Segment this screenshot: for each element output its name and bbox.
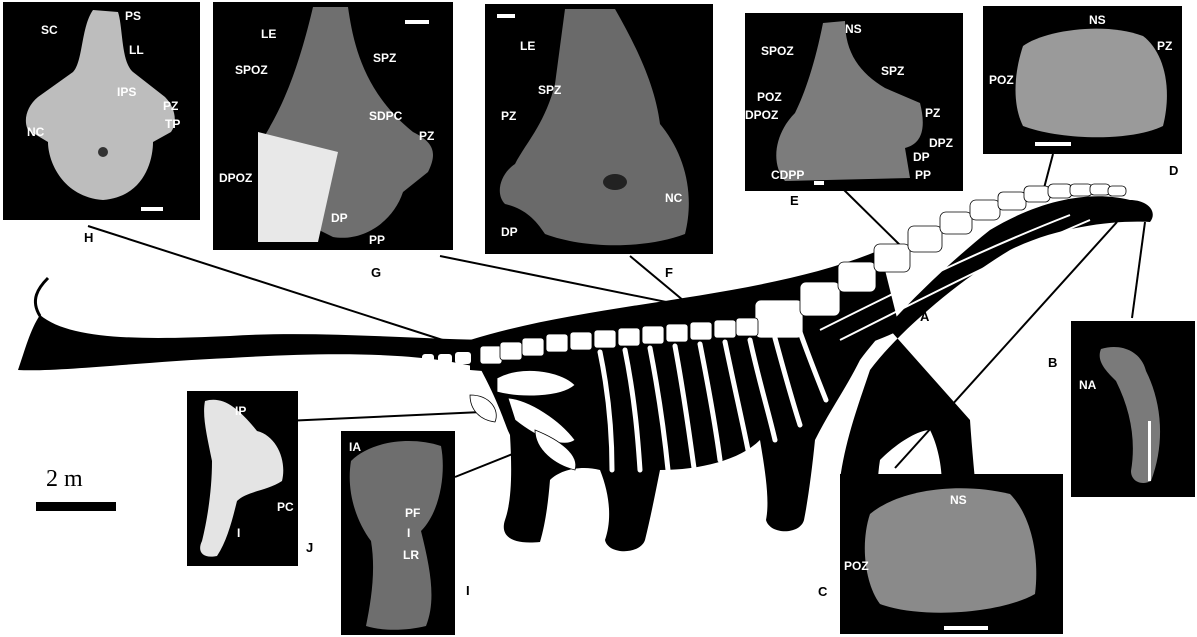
label-sdpc: SDPC xyxy=(369,110,402,122)
label-ia: IA xyxy=(349,441,361,453)
connector-b xyxy=(1132,222,1145,318)
panel-h-photo: PS SC LL IPS PZ TP NC xyxy=(3,2,200,220)
label-ps: PS xyxy=(125,10,141,22)
panel-d-photo: NS PZ POZ xyxy=(983,6,1182,154)
label-nc: NC xyxy=(27,126,44,138)
label-dpoz: DPOZ xyxy=(745,109,778,121)
label-dp: DP xyxy=(913,151,930,163)
scale-bar-label: 2 m xyxy=(46,466,83,493)
label-le: LE xyxy=(261,28,276,40)
connector-e xyxy=(840,186,905,250)
label-poz: POZ xyxy=(989,74,1014,86)
label-pc: PC xyxy=(277,501,294,513)
label-pz: PZ xyxy=(1157,40,1172,52)
label-ns: NS xyxy=(1089,14,1106,26)
label-pz: PZ xyxy=(501,110,516,122)
label-spoz: SPOZ xyxy=(761,45,794,57)
label-spz: SPZ xyxy=(538,84,561,96)
label-dpoz: DPOZ xyxy=(219,172,252,184)
label-poz: POZ xyxy=(757,91,782,103)
label-dp: DP xyxy=(501,226,518,238)
label-i: I xyxy=(237,527,240,539)
label-sc: SC xyxy=(41,24,58,36)
scale-bar xyxy=(36,502,116,511)
label-pf: PF xyxy=(405,507,420,519)
panel-label-g: G xyxy=(371,266,381,279)
panel-j-photo: IP PC I xyxy=(187,391,298,566)
panel-label-c: C xyxy=(818,585,827,598)
label-ips: IPS xyxy=(117,86,136,98)
label-spz: SPZ xyxy=(373,52,396,64)
panel-label-b: B xyxy=(1048,356,1057,369)
label-lr: LR xyxy=(403,549,419,561)
label-ns: NS xyxy=(950,494,967,506)
panel-label-d: D xyxy=(1169,164,1178,177)
panel-f-photo: LE SPZ PZ NC DP xyxy=(485,4,713,254)
panel-i-photo: IA PF I LR xyxy=(341,431,455,635)
label-ns: NS xyxy=(845,23,862,35)
panel-label-i: I xyxy=(466,584,470,597)
panel-label-a: A xyxy=(920,310,929,323)
label-pp: PP xyxy=(369,234,385,246)
label-nc: NC xyxy=(665,192,682,204)
panel-label-f: F xyxy=(665,266,673,279)
panel-label-h: H xyxy=(84,231,93,244)
label-tp: TP xyxy=(165,118,180,130)
label-spoz: SPOZ xyxy=(235,64,268,76)
panel-label-j: J xyxy=(306,541,313,554)
panel-c-photo: NS POZ xyxy=(840,474,1063,634)
label-ip: IP xyxy=(235,405,246,417)
label-cdpp: CDPP xyxy=(771,169,804,181)
label-dpz: DPZ xyxy=(929,137,953,149)
label-dp: DP xyxy=(331,212,348,224)
label-le: LE xyxy=(520,40,535,52)
label-pz: PZ xyxy=(163,100,178,112)
label-na: NA xyxy=(1079,379,1096,391)
connector-j xyxy=(285,412,482,421)
panel-label-e: E xyxy=(790,194,799,207)
label-poz: POZ xyxy=(844,560,869,572)
panel-g-photo: LE SPOZ SPZ SDPC PZ DPOZ DP PP xyxy=(213,2,453,250)
panel-b-photo: NA xyxy=(1071,321,1195,497)
label-pp: PP xyxy=(915,169,931,181)
label-spz: SPZ xyxy=(881,65,904,77)
panel-e-photo: NS SPOZ SPZ POZ PZ DPOZ DPZ DP CDPP PP xyxy=(745,13,963,191)
label-i: I xyxy=(407,527,410,539)
label-pz: PZ xyxy=(925,107,940,119)
label-ll: LL xyxy=(129,44,144,56)
label-pz: PZ xyxy=(419,130,434,142)
